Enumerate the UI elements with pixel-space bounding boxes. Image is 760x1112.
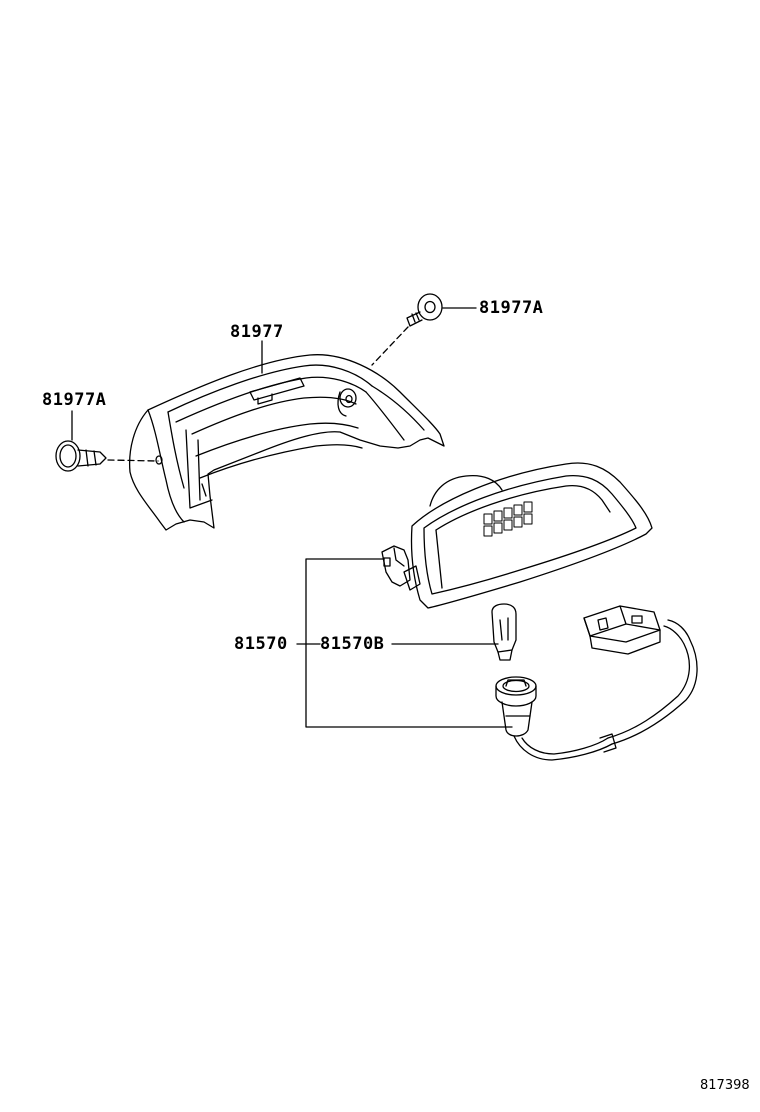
cover-icon bbox=[130, 355, 444, 530]
clip-left-icon bbox=[56, 441, 106, 471]
callout-cover: 81977 bbox=[230, 322, 284, 342]
callout-bulb: 81570B bbox=[320, 634, 385, 654]
socket-wire-harness-icon bbox=[496, 606, 697, 760]
callout-lamp-assembly: 81570 bbox=[234, 634, 288, 654]
callout-clip-top: 81977A bbox=[479, 298, 544, 318]
bulb-icon bbox=[492, 604, 516, 660]
lamp-assembly-icon bbox=[382, 463, 652, 608]
clip-top-icon bbox=[407, 294, 442, 326]
lamp-assembly-leader-line bbox=[306, 559, 512, 727]
callout-clip-left: 81977A bbox=[42, 390, 107, 410]
diagram-code: 817398 bbox=[700, 1078, 750, 1093]
clip-left-install-path bbox=[108, 460, 158, 461]
clip-top-install-path bbox=[372, 327, 408, 365]
